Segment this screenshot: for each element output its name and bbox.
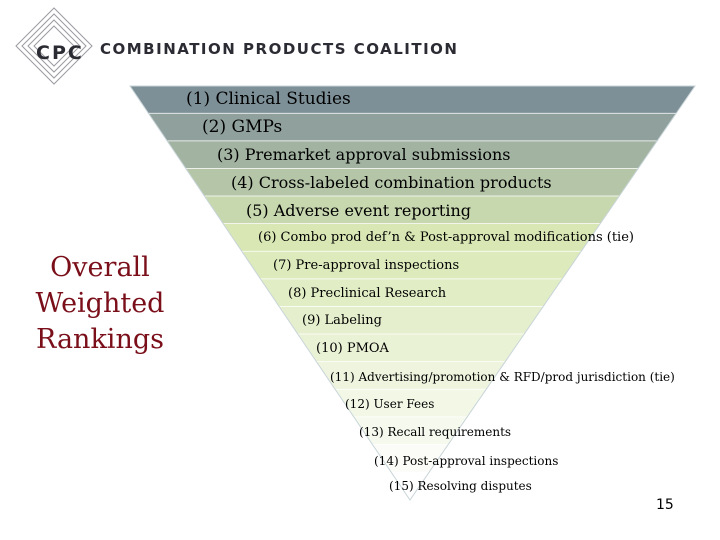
ranking-item: (15) Resolving disputes [389,479,532,493]
page-number: 15 [656,497,674,513]
ranking-item: (6) Combo prod def’n & Post-approval mod… [258,230,634,245]
side-title-line: Weighted [35,288,165,319]
triangle-band [186,168,638,197]
triangle-band [130,86,695,114]
triangle-band [372,444,448,473]
triangle-band [335,389,486,418]
triangle-band [242,251,581,280]
triangle-band [279,306,543,335]
logo-abbreviation: CPC [36,42,84,64]
ranking-item: (13) Recall requirements [359,425,512,439]
ranking-item: (4) Cross-labeled combination products [231,173,552,192]
ranking-item: (14) Post-approval inspections [374,454,559,468]
ranking-item: (9) Labeling [302,313,382,328]
side-title: Overall Weighted Rankings [30,250,170,358]
ranking-item: (2) GMPs [202,117,283,137]
ranking-item: (8) Preclinical Research [288,286,447,301]
side-title-line: Rankings [36,324,164,355]
triangle-outline [129,85,696,501]
ranking-item: (11) Advertising/promotion & RFD/prod ju… [330,370,675,384]
triangle-band [148,113,676,142]
ranking-item: (12) User Fees [345,397,435,411]
ranking-item: (5) Adverse event reporting [246,201,471,220]
ranking-item: (7) Pre-approval inspections [273,258,460,273]
triangle-band [223,224,601,252]
ranking-item: (3) Premarket approval submissions [217,145,511,164]
ranking-item: (1) Clinical Studies [186,89,351,109]
triangle-band [204,196,619,224]
triangle-band [298,334,524,362]
logo-diamond-icon [15,7,93,85]
organization-name: COMBINATION PRODUCTS COALITION [100,40,459,58]
triangle-band [260,279,562,307]
triangle-band [167,141,658,169]
triangle-band [391,472,429,500]
triangle-band [354,417,467,445]
triangle-band [316,362,505,390]
ranking-item: (10) PMOA [316,341,389,356]
logo: CPC [14,6,94,86]
side-title-line: Overall [50,252,150,283]
